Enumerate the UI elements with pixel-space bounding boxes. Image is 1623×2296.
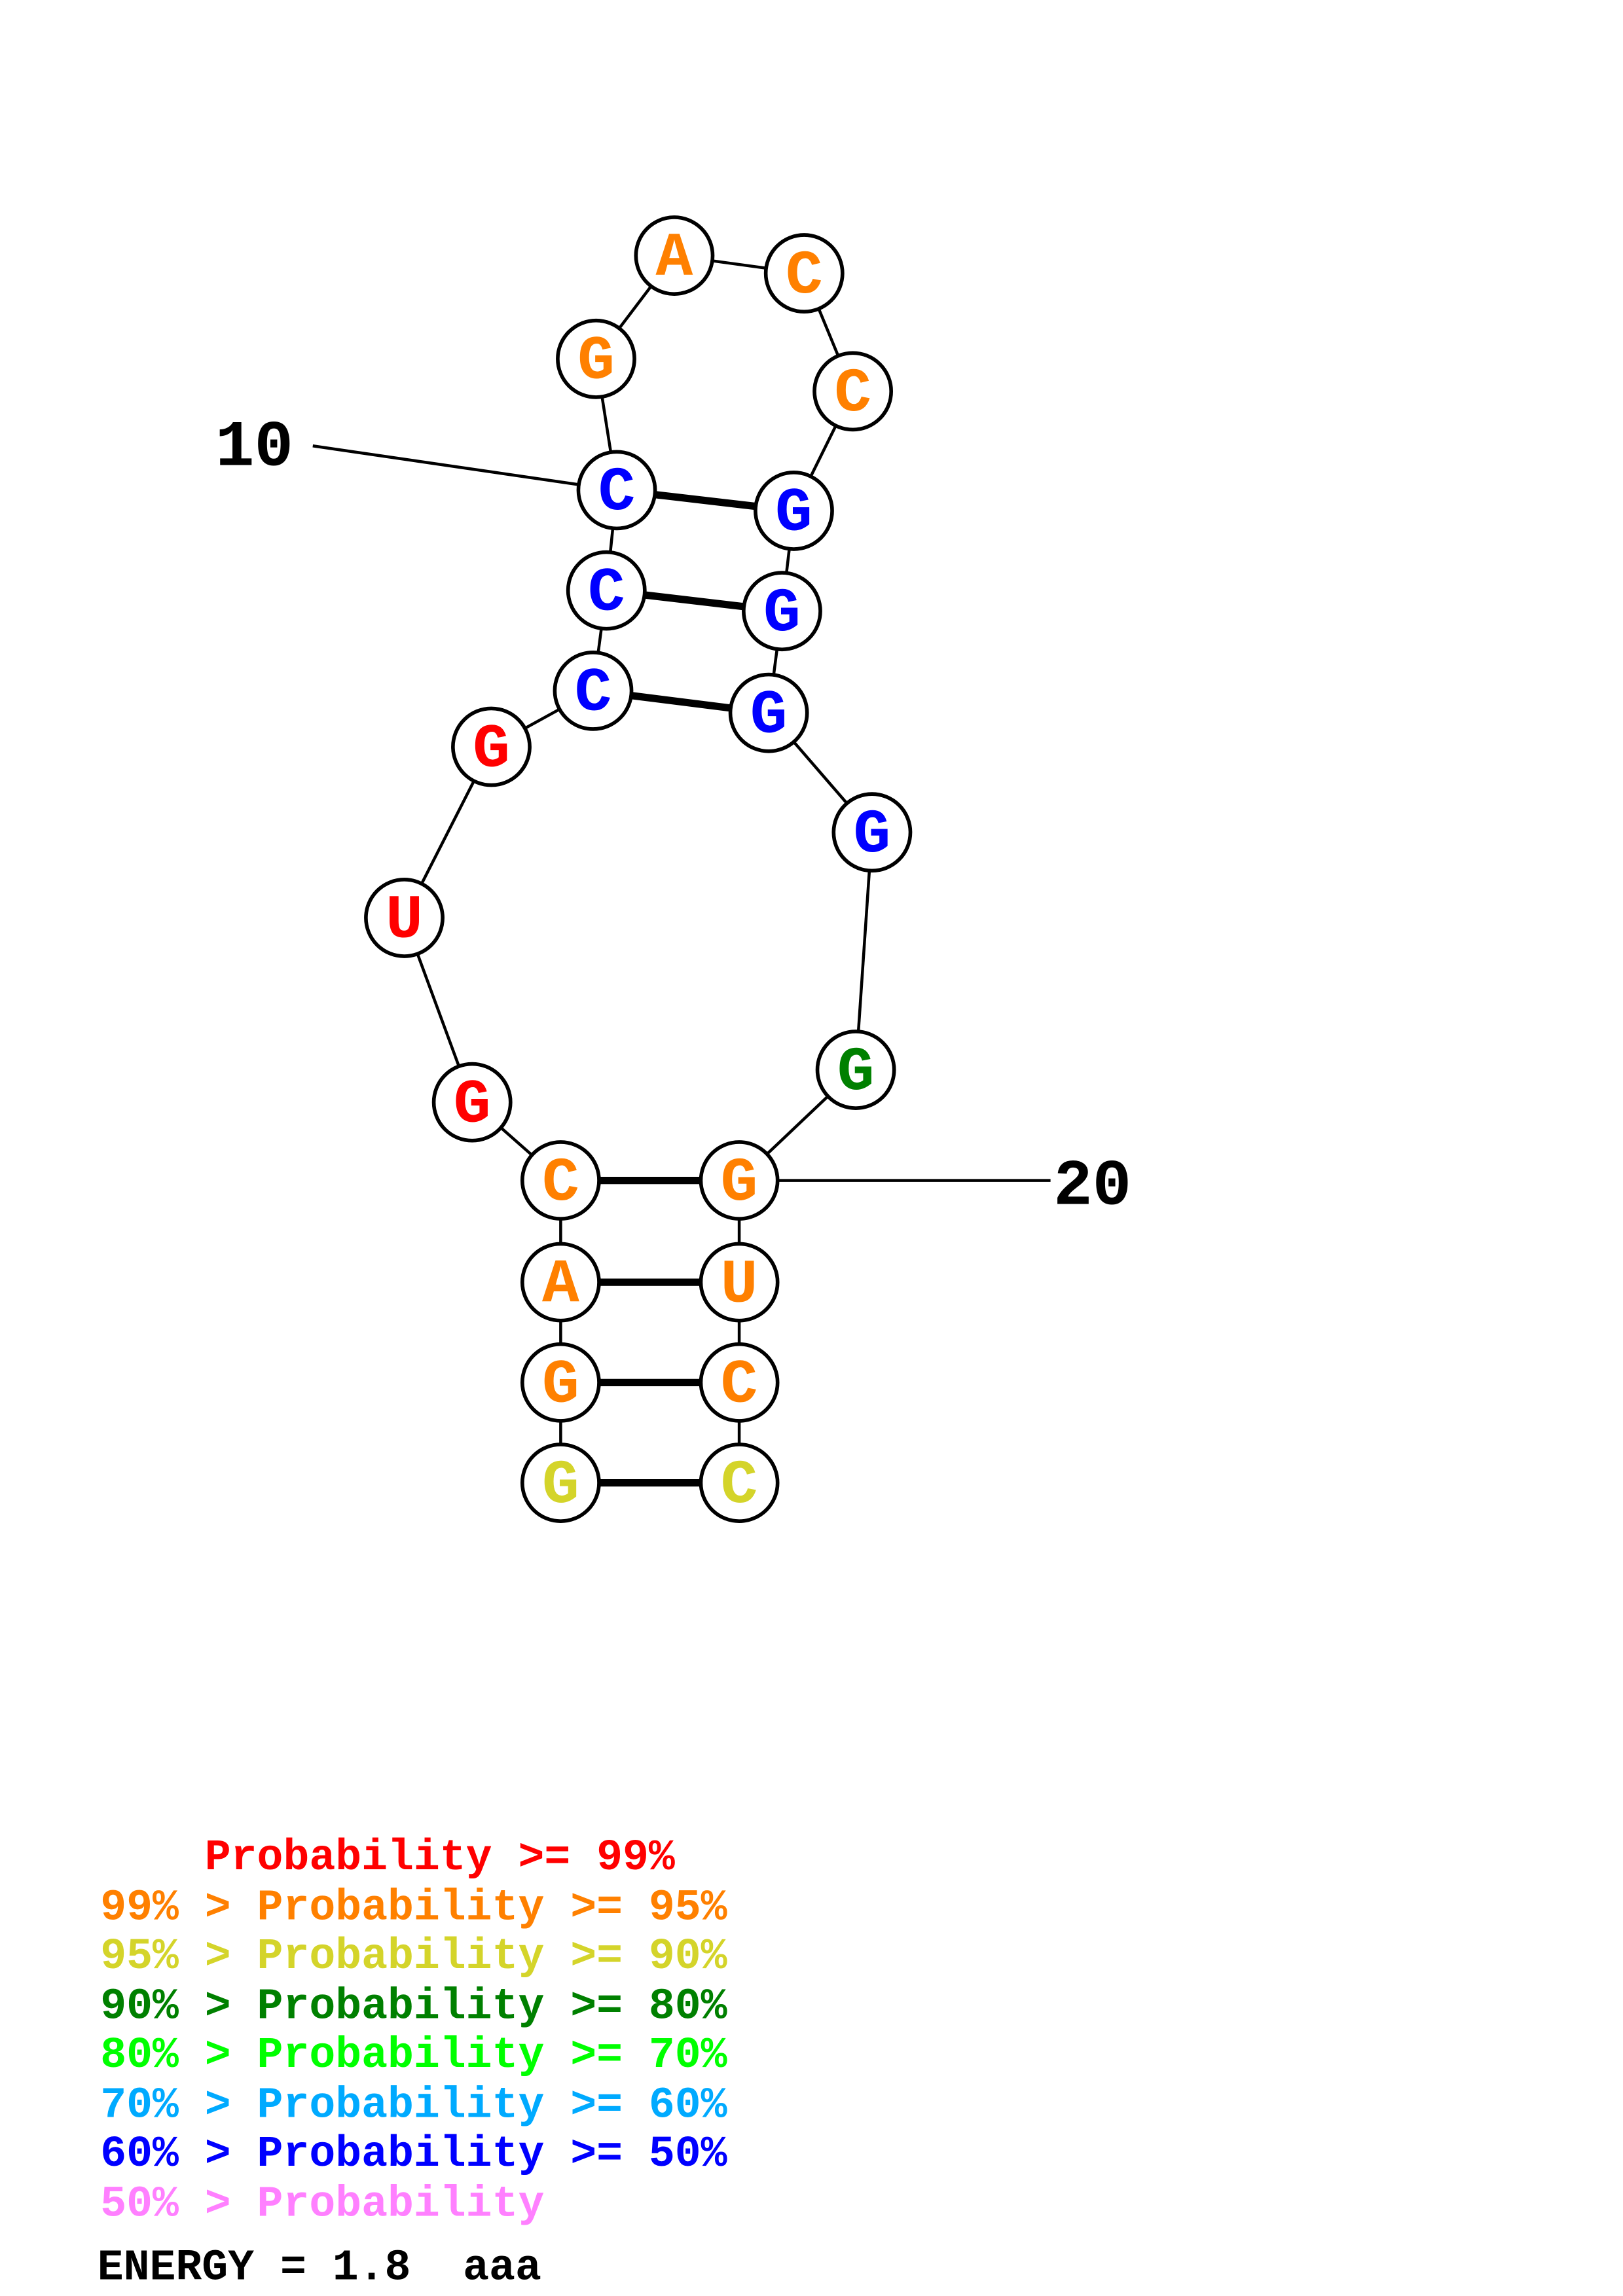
legend-line: 70% > Probability >= 60% [100,2081,727,2130]
nucleotide-base: G [454,1070,491,1140]
nucleotide-circle [431,1062,513,1143]
nucleotide-circle [815,1030,896,1110]
nucleotide-circle [754,471,834,551]
nucleotide-base: U [721,1250,758,1320]
nucleotide-22: C [699,1342,780,1423]
nucleotide-21: U [699,1242,780,1323]
nucleotide-5: G [431,1062,513,1143]
nucleotide-circle [742,571,822,652]
legend-line: 99% > Probability >= 95% [100,1884,727,1933]
nucleotide-circle [520,1342,601,1423]
nucleotide-7: G [451,706,532,787]
nucleotide-10: C [576,450,657,531]
nucleotide-circle [556,318,636,399]
nucleotide-circle [699,1140,780,1221]
nucleotide-circle [699,1342,780,1423]
nucleotide-circle [451,706,532,787]
nucleotide-base: G [775,479,812,549]
nucleotide-base: G [577,327,615,397]
legend-line: 80% > Probability >= 70% [100,2031,727,2080]
legend-line: Probability >= 99% [100,1833,675,1882]
nucleotide-18: G [831,792,913,873]
position-label-line [312,444,617,492]
nucleotide-base: G [721,1149,758,1219]
nucleotide-base: A [542,1250,579,1320]
nucleotide-17: G [728,672,809,753]
nucleotide-23: C [699,1443,780,1523]
nucleotide-circle [728,672,809,753]
nucleotide-9: C [566,550,647,631]
nucleotide-1: G [520,1443,601,1523]
nucleotide-14: C [812,351,894,432]
nucleotide-2: G [520,1342,601,1423]
nucleotide-base: G [763,579,801,649]
nucleotide-11: G [556,318,636,399]
nucleotide-circle [763,233,845,314]
nucleotide-4: C [520,1140,601,1221]
nucleotide-16: G [742,571,822,652]
nucleotide-8: C [553,650,634,731]
nucleotide-base: C [721,1451,758,1521]
legend-line: 60% > Probability >= 50% [100,2130,727,2179]
nucleotide-base: G [750,681,788,751]
energy-label: ENERGY = 1.8 aaa [98,2244,541,2293]
nucleotide-13: C [763,233,845,314]
nucleotide-circle [634,215,715,296]
nucleotide-15: G [754,471,834,551]
nucleotide-circle [566,550,647,631]
position-label: 10 [215,411,293,485]
nucleotide-base: G [542,1351,579,1421]
nucleotide-base: G [837,1038,875,1108]
nucleotide-circle [831,792,913,873]
nucleotide-base: G [854,800,891,870]
nucleotide-19: G [815,1030,896,1110]
nucleotide-base: C [786,242,823,312]
position-label: 20 [1053,1150,1131,1224]
nucleotide-3: A [520,1242,601,1323]
nucleotide-circle [520,1443,601,1523]
nucleotide-circle [553,650,634,731]
nucleotide-circle [520,1140,601,1221]
nucleotide-circle [364,878,445,958]
legend-line: 90% > Probability >= 80% [100,1982,727,2032]
legend-line: 50% > Probability [100,2180,544,2229]
nucleotide-base: C [588,558,625,628]
nucleotide-circle [576,450,657,531]
probability-legend: Probability >= 99% 99% > Probability >= … [98,1833,727,2293]
nucleotide-base: A [656,224,693,294]
position-labels: 10 20 [215,411,1131,1224]
nucleotide-base: U [386,886,423,956]
nucleotide-circle [520,1242,601,1323]
nucleotide-base: C [834,359,871,429]
nucleotide-circle [699,1242,780,1323]
nucleotide-12: A [634,215,715,296]
nucleotide-20: G [699,1140,780,1221]
backbone [403,254,874,1483]
nucleotide-circle [812,351,894,432]
nucleotide-base: C [575,659,612,729]
nucleotide-circle [699,1443,780,1523]
nucleotide-base: G [542,1451,579,1521]
legend-line: 95% > Probability >= 90% [100,1932,727,1981]
nucleotide-base: G [473,715,510,785]
nucleotide-base: C [721,1351,758,1421]
nucleotide-base: C [598,458,636,528]
nucleotide-base: C [542,1149,579,1219]
nucleotide-6: U [364,878,445,958]
